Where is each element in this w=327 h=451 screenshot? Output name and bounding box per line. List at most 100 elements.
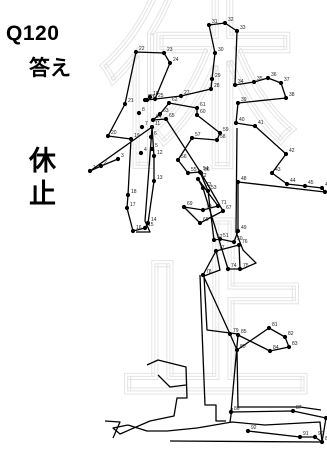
dot-number: 91 [303, 431, 309, 437]
dot-number: 33 [240, 25, 246, 31]
dot [163, 116, 169, 122]
question-number: Q120 [6, 22, 60, 45]
dot [235, 228, 241, 234]
dot-number: 61 [200, 102, 206, 108]
dot [215, 203, 221, 209]
dot [181, 204, 187, 210]
dot [149, 146, 155, 152]
dot [139, 124, 145, 130]
dot-number: 49 [241, 225, 247, 231]
dot [282, 334, 288, 340]
dot [251, 79, 257, 85]
dot-number: 32 [228, 17, 234, 23]
dot [105, 133, 111, 139]
dot-number: 6 [154, 131, 157, 137]
dot-number: 15 [148, 222, 154, 228]
answer-text: 休 止 [29, 146, 59, 212]
dot [323, 415, 327, 421]
dot-number: 25 [158, 93, 164, 99]
dot [185, 170, 191, 176]
numbered-dots: 1234567891011121314151617181920212223242… [87, 17, 327, 445]
dot-number: 41 [258, 120, 264, 126]
dot [213, 248, 219, 254]
dot-number: 18 [131, 189, 137, 195]
dot-number: 4 [144, 147, 147, 153]
dot-number: 57 [195, 132, 201, 138]
dot-number: 43 [275, 167, 281, 173]
dot [122, 101, 128, 107]
answer-ghost-glyph: 止 [118, 204, 314, 432]
dot [198, 170, 204, 176]
dot [150, 117, 156, 123]
dot [319, 185, 325, 191]
dot [147, 94, 153, 100]
dot [211, 237, 217, 243]
dot [245, 428, 251, 434]
dot-number: 19 [134, 133, 140, 139]
dot [142, 225, 148, 231]
dot [136, 110, 142, 116]
dot-number: 58 [220, 134, 226, 140]
dot-number: 55 [191, 167, 197, 173]
dot [284, 181, 290, 187]
dot-number: 46 [325, 182, 327, 188]
connecting-line [104, 420, 121, 439]
dot-number: 12 [157, 150, 163, 156]
dot [286, 344, 292, 350]
dot [297, 434, 303, 440]
dot [283, 95, 289, 101]
dot-number: 70 [206, 204, 212, 210]
dot-number: 37 [284, 77, 290, 83]
dot-number: 20 [111, 130, 117, 136]
answer-character: 止 [29, 178, 56, 210]
dot [220, 208, 226, 214]
dot-number: 11 [155, 121, 160, 127]
dot [283, 151, 289, 157]
dot [235, 332, 241, 338]
dot-number: 17 [130, 202, 136, 208]
dot [194, 112, 200, 118]
dot-number: 38 [289, 92, 295, 98]
dot [302, 183, 308, 189]
dot [149, 124, 155, 130]
dot [205, 188, 211, 194]
dot [237, 266, 243, 272]
dot-number: 36 [271, 72, 277, 78]
dot [145, 220, 151, 226]
dot-number: 53 [211, 185, 217, 191]
dot-number: 10 [153, 91, 159, 97]
dot [233, 120, 239, 126]
dot-number: 2 [104, 160, 107, 166]
dot-number: 23 [167, 47, 173, 53]
dot-number: 80 [240, 344, 246, 350]
dot [269, 170, 275, 176]
dot [267, 348, 273, 354]
dot [234, 347, 240, 353]
dot [312, 434, 318, 440]
dot [130, 228, 136, 234]
dot [124, 205, 130, 211]
dot [278, 80, 284, 86]
answer-character: 休 [29, 146, 56, 177]
connecting-line [157, 374, 187, 388]
dot [167, 60, 173, 66]
connecting-line [235, 127, 257, 271]
dot-number: 86 [234, 406, 240, 412]
dot [195, 176, 201, 182]
dot [228, 409, 234, 415]
connecting-line [127, 421, 323, 443]
dot [189, 135, 195, 141]
dot [225, 266, 231, 272]
dot-number: 52 [217, 234, 223, 240]
dot-number: 27 [184, 90, 190, 96]
dot-number: 78 [206, 269, 212, 275]
dot-number: 87 [296, 405, 302, 411]
answer-ghost-glyphs: 休止 [99, 0, 315, 433]
dot-number: 77 [219, 245, 225, 251]
dot [235, 179, 241, 185]
dot-number: 8 [142, 107, 145, 113]
dot-number: 83 [292, 341, 298, 347]
dot-number: 5 [155, 143, 158, 149]
dot [252, 123, 258, 129]
dot-number: 51 [223, 233, 229, 239]
